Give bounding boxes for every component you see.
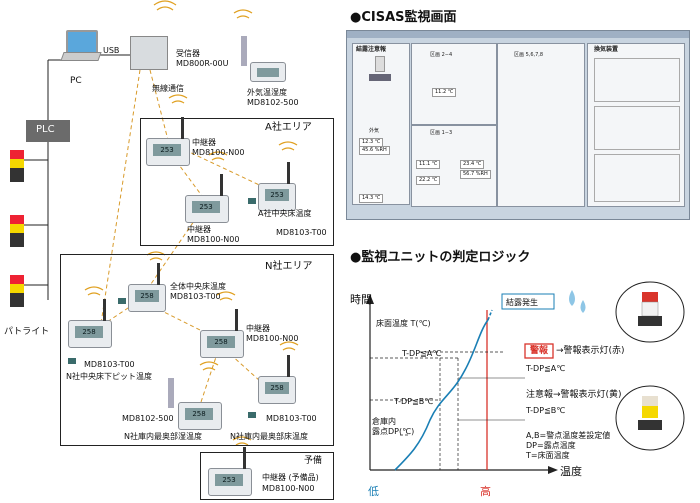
floor-temp-label: 床面温度 T(℃) (376, 319, 431, 328)
high-label: 高 (480, 485, 491, 498)
caution-text: 注意報→警報表示灯(黄) (526, 390, 622, 400)
pc-icon (60, 30, 102, 61)
receiver-model: MD800R-00U (176, 59, 229, 68)
section-24-panel: 区画 2−4 11.2 ℃ (411, 43, 497, 125)
receiver-name: 受信器 (176, 49, 200, 58)
company-a-sensor: 253 (258, 162, 296, 211)
company-n-relay: 258 (200, 309, 244, 358)
tdp-b-label: T-DP≦B℃ (394, 397, 434, 406)
legend-1: A,B=警点温度差設定値 (526, 431, 611, 440)
company-a-area (140, 118, 334, 246)
company-n-area (60, 254, 334, 446)
company-n-center: 258 (128, 263, 166, 312)
outdoor-name: 外気温湿度 (247, 88, 287, 97)
caution-cond: T-DP≦B℃ (526, 406, 566, 415)
company-n-title: N社エリア (265, 261, 313, 272)
alarm-text: →警報表示灯(赤) (556, 346, 625, 356)
patlight-1 (10, 150, 24, 182)
section-5678-panel: 区画 5,6,7,8 (497, 43, 585, 207)
spare-area (200, 452, 334, 500)
company-n-pit: 258 (68, 299, 112, 348)
company-n-back-floor: 258 (258, 355, 296, 404)
outdoor-model: MD8102-500 (247, 98, 299, 107)
wireless-label: 無線通信 (152, 84, 184, 93)
company-a-title: A社エリア (265, 122, 312, 133)
company-n-back-humid: 258 (178, 402, 222, 430)
cisas-window: 結露注意報 外気 12.3 ℃ 45.6 %RH 14.3 ℃ 区画 2−4 1… (346, 30, 690, 220)
logic-heading: ●監視ユニットの判定ロジック (350, 250, 531, 265)
legend-2: DP=露点温度 (526, 441, 576, 450)
legend-3: T=床面温度 (526, 451, 570, 460)
spare-relay: 253 (208, 447, 252, 496)
company-a-relay-2: 253 (185, 174, 229, 223)
pc-label: PC (70, 76, 82, 86)
patlight-3 (10, 275, 24, 307)
usb-label: USB (103, 46, 120, 55)
low-label: 低 (368, 485, 379, 498)
y-axis-label: 時間 (350, 293, 372, 306)
plc-label: PLC (36, 124, 55, 135)
dewpoint-label: 倉庫内 露点DP(℃) (372, 417, 415, 436)
x-axis-label: 温度 (560, 465, 582, 478)
patlight-2 (10, 215, 24, 247)
receiver-device (130, 36, 168, 70)
logic-chart (366, 281, 685, 474)
cisas-heading: ●CISAS監視画面 (350, 10, 457, 25)
plc-box (26, 120, 70, 142)
outdoor-sensor (250, 62, 286, 82)
company-a-relay-1: 253 (146, 117, 190, 166)
tdp-a-label: T-DP≦A℃ (402, 349, 442, 358)
alarm-cond: T-DP≦A℃ (526, 364, 566, 373)
vent-panel: 換気装置 (587, 43, 685, 207)
condensation-label: 結露発生 (506, 298, 538, 307)
patlight-label: パトライト (4, 327, 50, 337)
warn-panel: 結露注意報 外気 12.3 ℃ 45.6 %RH 14.3 ℃ (352, 43, 410, 205)
section-13-panel: 区画 1−3 11.1 ℃ 22.2 ℃ 23.4 ℃ 56.7 %RH (411, 125, 497, 207)
spare-title: 予備 (304, 456, 323, 466)
alarm-box-label: 警報 (530, 346, 549, 356)
